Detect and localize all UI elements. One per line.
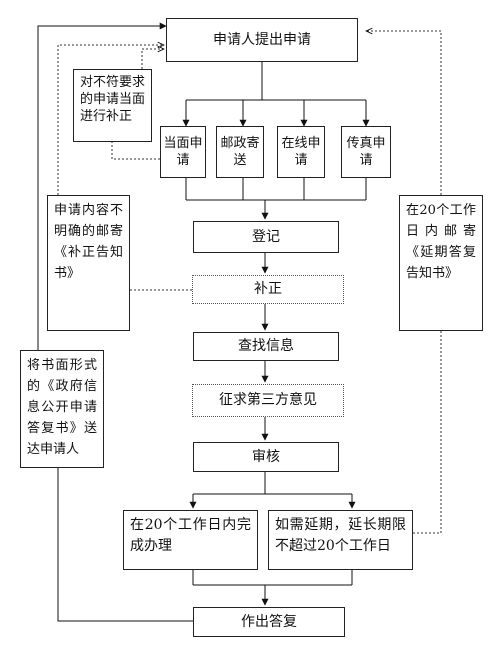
notice-to-apply-extension-arrow bbox=[366, 31, 442, 195]
written-reply-node: 将书面形式的《政府信息公开申请答复书》送达申请人 bbox=[20, 350, 104, 468]
correct-on-site-node: 对不符要求的申请当面进行补正 bbox=[73, 69, 152, 142]
extension-notice-node: 在20个工作日内邮寄《延期答复告知书》 bbox=[399, 195, 483, 331]
within-20-days-node: 在20个工作日内完成办理 bbox=[123, 510, 258, 570]
correction-node: 补正 bbox=[192, 275, 344, 304]
third-party-node: 征求第三方意见 bbox=[192, 384, 344, 417]
register-node: 登记 bbox=[193, 221, 339, 253]
channel-in-person-node: 当面申请 bbox=[160, 126, 206, 178]
channel-fax-node: 传真申请 bbox=[341, 126, 391, 178]
unclear-notice-node: 申请内容不明确的邮寄《补正告知书》 bbox=[47, 195, 130, 331]
correct-to-apply-arrow bbox=[141, 49, 164, 69]
channel-online-node: 在线申请 bbox=[277, 126, 325, 178]
extension-node: 如需延期，延长期限不超过20个工作日 bbox=[268, 510, 413, 570]
notice-to-apply-arrow bbox=[57, 45, 164, 195]
search-node: 查找信息 bbox=[193, 332, 339, 361]
reply-to-written-line bbox=[57, 468, 193, 622]
review-node: 审核 bbox=[193, 442, 339, 472]
channel-to-correct-line bbox=[111, 142, 160, 160]
written-to-apply-arrow bbox=[37, 22, 167, 350]
apply-node: 申请人提出申请 bbox=[166, 18, 358, 62]
reply-node: 作出答复 bbox=[193, 607, 345, 637]
extension-to-notice-line bbox=[413, 330, 442, 534]
channel-mail-node: 邮政寄送 bbox=[216, 126, 264, 178]
